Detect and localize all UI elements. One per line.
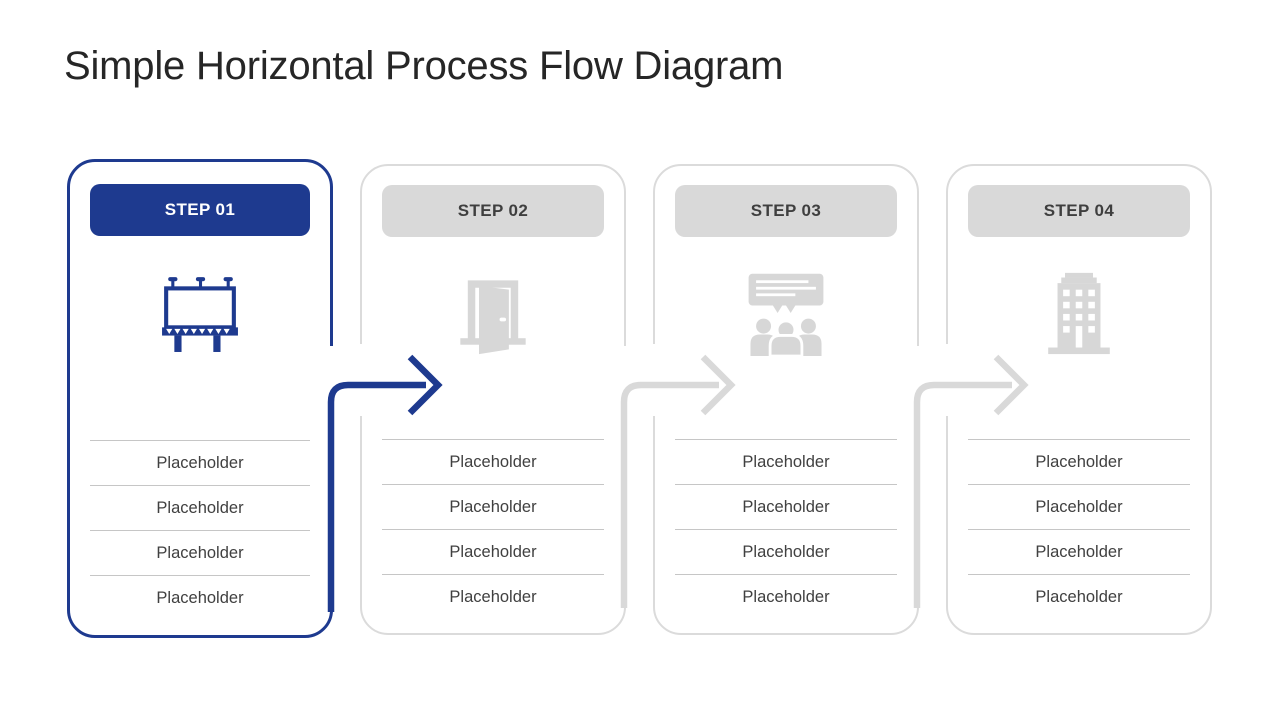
step-3-label: STEP 03 [750, 201, 822, 220]
placeholder-label: Placeholder [156, 588, 244, 607]
placeholder-item: Placeholder [382, 574, 604, 619]
placeholder-item: Placeholder [90, 440, 310, 485]
placeholder-label: Placeholder [449, 587, 537, 606]
placeholder-label: Placeholder [449, 542, 537, 561]
placeholder-label: Placeholder [449, 452, 537, 471]
placeholder-item: Placeholder [968, 484, 1190, 529]
placeholder-item: Placeholder [675, 529, 897, 574]
step-4-header-pill: STEP 04 [968, 185, 1190, 237]
step-card-1: STEP 01 [67, 159, 333, 638]
step-4-icon-box [948, 268, 1210, 358]
placeholder-item: Placeholder [968, 574, 1190, 619]
step-card-4: STEP 04 Placeholder [946, 164, 1212, 635]
billboard-icon [162, 277, 238, 352]
placeholder-item: Placeholder [382, 529, 604, 574]
placeholder-item: Placeholder [90, 530, 310, 575]
placeholder-label: Placeholder [1035, 497, 1123, 516]
connector-arrow-2 [620, 354, 736, 608]
border-gap-mask [356, 344, 367, 416]
step-card-2: STEP 02 Placeholder Placeholder Placehol… [360, 164, 626, 635]
border-gap-mask [913, 346, 923, 400]
step-3-header-pill: STEP 03 [675, 185, 897, 237]
open-door-icon [460, 280, 526, 355]
step-1-header-pill: STEP 01 [90, 184, 310, 236]
slide-title: Simple Horizontal Process Flow Diagram [64, 44, 784, 88]
presentation-audience-icon [748, 273, 824, 356]
connector-arrow-3 [913, 354, 1029, 608]
step-2-icon-box [362, 268, 624, 358]
placeholder-item: Placeholder [968, 529, 1190, 574]
placeholder-item: Placeholder [382, 484, 604, 529]
placeholder-item: Placeholder [675, 484, 897, 529]
border-gap-mask [649, 344, 660, 416]
step-1-items: Placeholder Placeholder Placeholder Plac… [90, 440, 310, 620]
step-4-items: Placeholder Placeholder Placeholder Plac… [968, 439, 1190, 619]
placeholder-label: Placeholder [449, 497, 537, 516]
office-building-icon [1048, 272, 1110, 355]
placeholder-item: Placeholder [90, 485, 310, 530]
step-2-label: STEP 02 [457, 201, 529, 220]
placeholder-item: Placeholder [675, 439, 897, 484]
placeholder-label: Placeholder [742, 542, 830, 561]
placeholder-item: Placeholder [675, 574, 897, 619]
step-4-label: STEP 04 [1043, 201, 1115, 220]
placeholder-label: Placeholder [742, 497, 830, 516]
placeholder-item: Placeholder [968, 439, 1190, 484]
border-gap-mask [327, 346, 337, 400]
step-2-items: Placeholder Placeholder Placeholder Plac… [382, 439, 604, 619]
placeholder-label: Placeholder [742, 587, 830, 606]
connector-arrow-1 [327, 354, 443, 612]
placeholder-label: Placeholder [156, 543, 244, 562]
step-1-label: STEP 01 [164, 200, 236, 219]
border-gap-mask [942, 344, 953, 416]
placeholder-item: Placeholder [90, 575, 310, 620]
step-2-header-pill: STEP 02 [382, 185, 604, 237]
placeholder-label: Placeholder [1035, 542, 1123, 561]
placeholder-item: Placeholder [382, 439, 604, 484]
step-3-icon-box [655, 268, 917, 358]
placeholder-label: Placeholder [156, 453, 244, 472]
placeholder-label: Placeholder [742, 452, 830, 471]
border-gap-mask [620, 346, 630, 400]
placeholder-label: Placeholder [156, 498, 244, 517]
step-3-items: Placeholder Placeholder Placeholder Plac… [675, 439, 897, 619]
placeholder-label: Placeholder [1035, 587, 1123, 606]
placeholder-label: Placeholder [1035, 452, 1123, 471]
step-1-icon-box [70, 268, 330, 358]
